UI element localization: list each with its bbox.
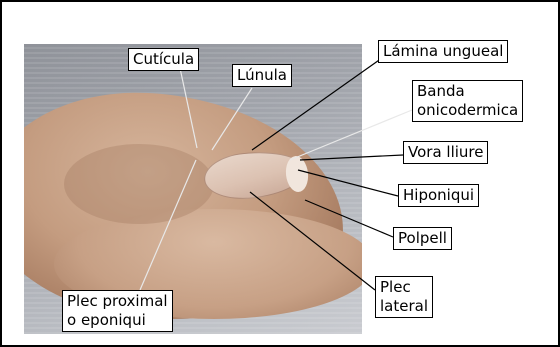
label-polpell: Polpell bbox=[393, 227, 452, 250]
label-hiponiqui: Hiponiqui bbox=[398, 184, 479, 207]
leader-banda bbox=[290, 110, 412, 160]
label-hiponiqui-text: Hiponiqui bbox=[403, 186, 474, 204]
label-lamina-ungueal-text: Lámina ungueal bbox=[383, 42, 503, 60]
label-banda-line2: onicodermica bbox=[417, 101, 518, 120]
label-cuticula-text: Cutícula bbox=[133, 50, 194, 68]
leader-lunula bbox=[212, 88, 252, 150]
label-plec-lateral-line1: Plec bbox=[380, 278, 428, 297]
label-plec-lateral-line2: lateral bbox=[380, 297, 428, 316]
label-polpell-text: Polpell bbox=[398, 229, 447, 247]
label-lunula-text: Lúnula bbox=[237, 66, 287, 84]
label-plec-proximal: Plec proximal o eponiqui bbox=[62, 290, 173, 332]
label-vora-lliure: Vora lliure bbox=[403, 141, 488, 164]
leader-hiponiqui bbox=[298, 170, 398, 196]
label-plec-proximal-line1: Plec proximal bbox=[67, 292, 168, 311]
label-vora-lliure-text: Vora lliure bbox=[408, 143, 483, 161]
label-plec-lateral: Plec lateral bbox=[375, 276, 433, 318]
label-banda-onicodermica: Banda onicodermica bbox=[412, 80, 523, 122]
leader-plec-proximal bbox=[140, 160, 196, 290]
label-cuticula: Cutícula bbox=[128, 48, 199, 71]
leader-polpell bbox=[305, 200, 393, 237]
label-lamina-ungueal: Lámina ungueal bbox=[378, 40, 508, 63]
label-plec-proximal-line2: o eponiqui bbox=[67, 311, 168, 330]
leader-plec-lateral bbox=[250, 192, 375, 290]
leader-cuticula bbox=[180, 68, 197, 148]
label-banda-line1: Banda bbox=[417, 82, 518, 101]
label-lunula: Lúnula bbox=[232, 64, 292, 87]
leader-vora bbox=[300, 155, 403, 160]
